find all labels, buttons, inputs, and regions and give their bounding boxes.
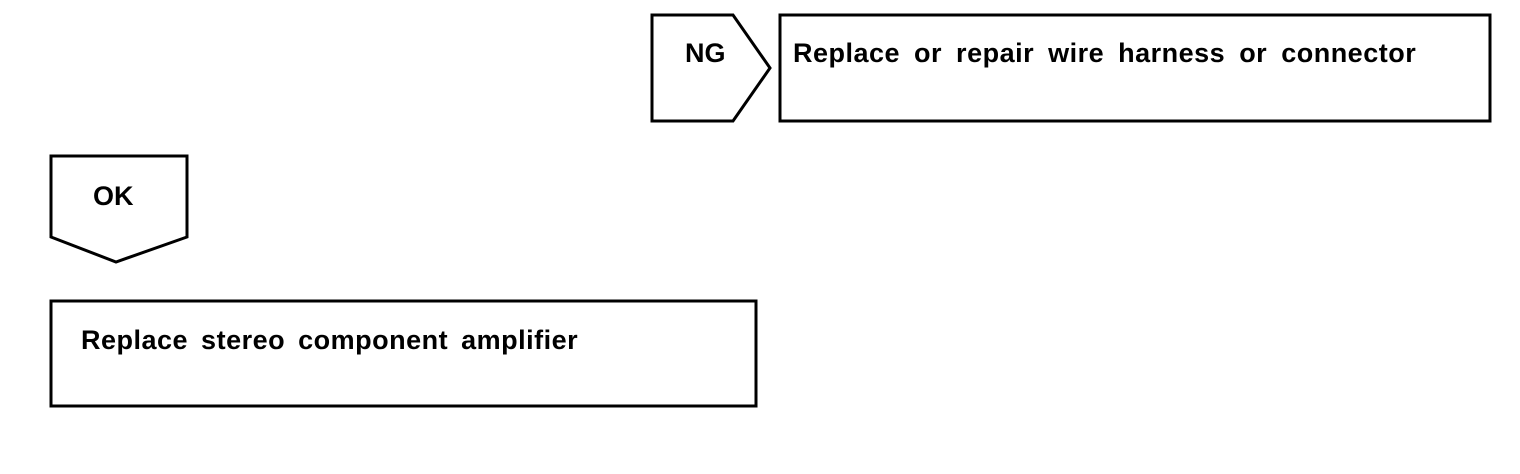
ok-tag-label: OK xyxy=(93,181,134,211)
ng-arrow-tag xyxy=(650,13,772,123)
ng-action-box xyxy=(778,13,1492,123)
ok-arrow-tag xyxy=(49,154,189,264)
ng-tag-label: NG xyxy=(685,38,726,68)
ok-action-box xyxy=(49,299,758,408)
ok-action-text: Replace stereo component amplifier xyxy=(81,325,579,355)
ng-action-text: Replace or repair wire harness or connec… xyxy=(793,38,1417,68)
